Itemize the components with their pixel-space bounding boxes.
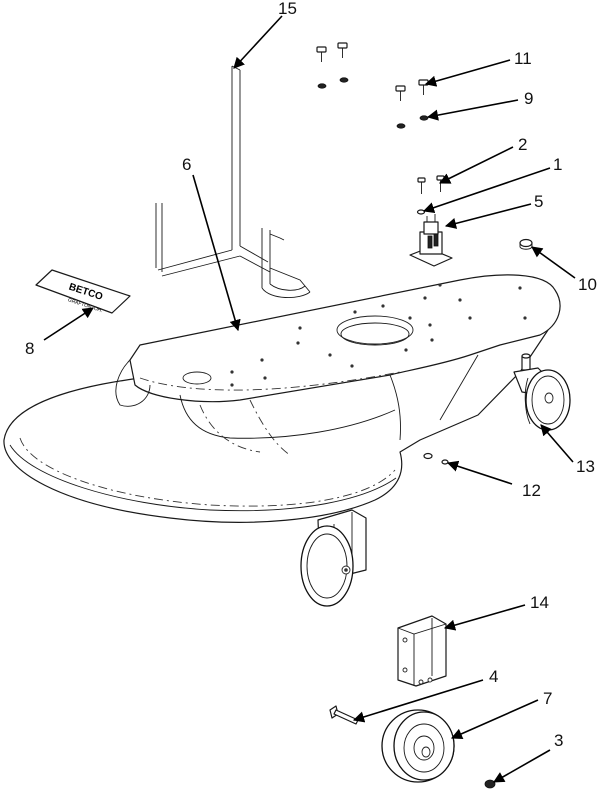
callout-11: 11 — [514, 49, 532, 68]
leader-1 — [422, 167, 551, 214]
callout-3: 3 — [554, 731, 563, 750]
leader-14 — [443, 604, 526, 631]
leader-2 — [438, 146, 514, 184]
axle-bolt-4 — [329, 705, 359, 725]
leader-lines — [43, 15, 576, 783]
leader-5 — [444, 203, 532, 229]
leader-13 — [540, 424, 574, 463]
nut-1 — [416, 209, 426, 215]
callout-4: 4 — [489, 667, 498, 686]
callout-15: 15 — [278, 0, 297, 18]
deck-small-opening — [182, 371, 212, 385]
callout-12: 12 — [522, 481, 541, 500]
swivel-caster-13 — [513, 353, 571, 431]
leader-11 — [424, 59, 511, 87]
callout-2: 2 — [518, 135, 527, 154]
deck-bolt-holes — [230, 283, 527, 387]
callout-8: 8 — [25, 339, 34, 358]
nut-12 — [423, 452, 449, 465]
leader-15 — [233, 15, 283, 69]
screws-top-left — [316, 42, 349, 89]
nut-10 — [519, 238, 533, 250]
nut-3 — [484, 779, 496, 789]
leader-3 — [493, 749, 551, 783]
switch-5 — [409, 214, 453, 267]
mower-deck — [3, 274, 561, 523]
leader-7 — [450, 699, 539, 740]
nameplate: BETCO GRAFTON, OH. — [35, 269, 131, 314]
callout-9: 9 — [524, 89, 533, 108]
leader-12 — [446, 460, 513, 485]
wheel-7 — [381, 709, 455, 783]
callout-13: 13 — [576, 457, 595, 476]
screws-2 — [417, 175, 445, 194]
screws-11 — [395, 79, 429, 101]
callout-labels: 15 11 9 6 2 1 5 10 8 13 12 14 4 7 3 — [25, 0, 597, 750]
deck-center-opening — [336, 315, 414, 345]
leader-4 — [352, 679, 484, 723]
caster-bracket-14 — [397, 615, 447, 687]
callout-14: 14 — [530, 593, 549, 612]
callout-5: 5 — [534, 192, 543, 211]
leader-6 — [192, 174, 241, 332]
callout-7: 7 — [543, 689, 552, 708]
callout-6: 6 — [182, 155, 191, 174]
leader-9 — [426, 99, 519, 121]
callout-10: 10 — [578, 275, 597, 294]
leader-10 — [531, 246, 576, 279]
handle-bracket — [155, 65, 311, 298]
leader-8 — [43, 307, 94, 341]
callout-1: 1 — [553, 155, 562, 174]
washers-9 — [396, 115, 429, 129]
rigid-caster — [300, 509, 367, 607]
